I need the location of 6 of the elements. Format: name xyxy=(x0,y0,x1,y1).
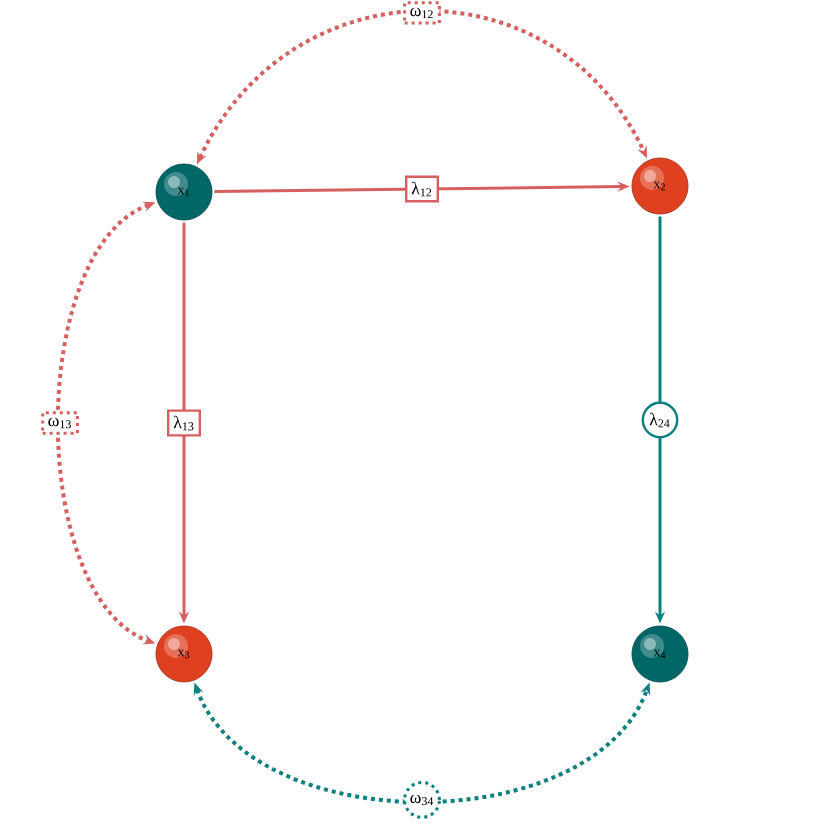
edge-label: ω$_{34}$ xyxy=(403,781,441,819)
edge-label: λ$_{24}$ xyxy=(641,401,679,439)
edge-label: λ$_{13}$ xyxy=(167,409,201,437)
edge-label: λ$_{12}$ xyxy=(405,175,439,203)
edge-label: ω$_{12}$ xyxy=(403,1,441,25)
edge-label: ω$_{13}$ xyxy=(41,411,79,435)
